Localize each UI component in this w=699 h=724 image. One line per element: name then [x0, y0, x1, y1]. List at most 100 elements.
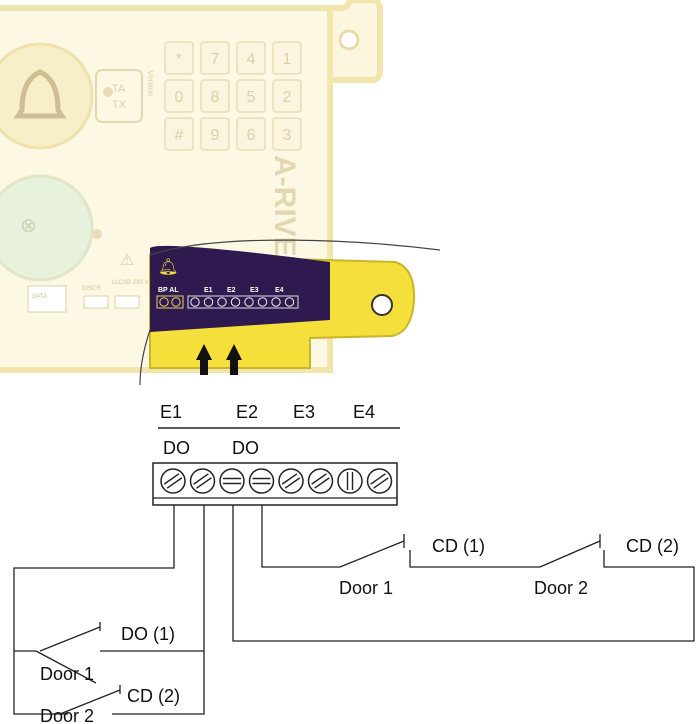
insertion-arrows [196, 344, 242, 375]
wire-left-return [112, 505, 205, 715]
label-door2-left: Door 2 [40, 706, 94, 724]
terminal-block [152, 462, 398, 506]
panel-bell-icon: 🔔︎ [158, 258, 178, 276]
cut-line-top [149, 239, 441, 256]
terminal-screw [278, 468, 304, 494]
mute-button [0, 174, 94, 282]
screw-slot [314, 477, 330, 489]
port-label: BP AL [158, 287, 179, 294]
terminal-screw [366, 468, 393, 494]
terminal-screws [160, 468, 393, 494]
screw-slot [370, 473, 386, 485]
switch-cd1 [339, 540, 405, 568]
led-indicator-2 [92, 229, 102, 239]
keypad-key-label: * [176, 51, 182, 68]
label-do1-left: DO (1) [121, 624, 175, 644]
keypad-key-label: 9 [211, 127, 220, 144]
keypad-key [236, 117, 266, 151]
socket-pin [230, 297, 241, 307]
port-label: E4 [275, 287, 284, 294]
cut-line-left [139, 329, 151, 386]
socket-pin [271, 297, 281, 307]
keypad-key-label: 2 [283, 89, 292, 106]
wire-right-top-start [261, 505, 340, 568]
socket-pin [159, 297, 169, 307]
label-door1-right: Door 1 [339, 578, 393, 598]
keypad-key [272, 79, 302, 113]
screw-slot [193, 473, 209, 485]
keypad-key-label: 1 [283, 51, 292, 68]
header-e2: E2 [236, 402, 258, 422]
e-socket [187, 295, 299, 309]
switch-cd2-left-blade [59, 689, 121, 715]
port-holes [156, 295, 299, 309]
keypad-key-label: 8 [211, 89, 220, 106]
mute-icon: ⊗ [20, 215, 37, 237]
keypad-key-label: 0 [175, 89, 184, 106]
sub-label-do-2: DO [232, 438, 259, 458]
left-switches [39, 622, 121, 715]
switch-do1-blade [39, 626, 101, 652]
keypad-key [164, 41, 194, 75]
sub-label-do-1: DO [163, 438, 190, 458]
screw-slot [284, 477, 301, 489]
keypad-key [272, 41, 302, 75]
keypad-key-label: 4 [247, 51, 256, 68]
label-cd2-left: CD (2) [127, 686, 180, 706]
circuit-labels: CD (1) Door 1 CD (2) Door 2 DO (1) Door … [40, 536, 679, 724]
keypad-key-label: 5 [247, 89, 256, 106]
label-cd1: CD (1) [432, 536, 485, 556]
port-label: E2 [227, 287, 236, 294]
arrow-e2 [226, 344, 242, 375]
data-port-label: DATA [32, 294, 47, 300]
terminal-screw [189, 468, 216, 494]
wire-right-middle [409, 550, 540, 568]
mounting-hole [338, 29, 360, 51]
wiring [13, 505, 695, 715]
llcab-label: LLCAB 230 V [112, 280, 148, 286]
keypad-key [200, 79, 230, 113]
bp-al-socket [156, 295, 184, 309]
screw-slot [373, 477, 389, 489]
screw-slot [311, 473, 327, 485]
screw-slot [281, 473, 298, 485]
header-e1: E1 [160, 402, 182, 422]
label-door1-left: Door 1 [40, 664, 94, 684]
screw-slot [196, 477, 212, 489]
power-connector [114, 295, 140, 309]
label-cd2-right: CD (2) [626, 536, 679, 556]
terminal-screw [160, 468, 186, 494]
socket-pin [244, 297, 254, 307]
socket-pin [190, 297, 200, 307]
keypad-key [236, 41, 266, 75]
screw-slot [166, 477, 183, 489]
screw-slot [163, 473, 180, 485]
keypad-key [200, 117, 230, 151]
switch-do1 [35, 650, 97, 684]
wire-left-outer [13, 505, 175, 715]
socket-pin [257, 297, 268, 307]
keypad-key-label: # [175, 127, 184, 144]
warning-icon: ⚠ [120, 252, 134, 269]
header-e4: E4 [353, 402, 375, 422]
led-indicator [103, 87, 113, 97]
port-label: E3 [250, 287, 259, 294]
ta-tx-box [95, 69, 143, 123]
data-port [27, 285, 67, 313]
socket-pin [217, 297, 227, 307]
arrow-e1 [196, 344, 212, 375]
connector-panel [150, 245, 330, 332]
terminal-screw [248, 468, 275, 494]
wire-right-return [232, 505, 695, 642]
ta-label: TA [112, 83, 126, 95]
tx-label: TX [112, 99, 127, 111]
socket-pin [284, 297, 295, 307]
keypad-key [164, 79, 194, 113]
version-label: Version [146, 70, 155, 97]
socket-pin [203, 297, 214, 307]
label-door2-right: Door 2 [534, 578, 588, 598]
keypad-key-label: 7 [211, 51, 220, 68]
socket-pin [171, 297, 181, 307]
